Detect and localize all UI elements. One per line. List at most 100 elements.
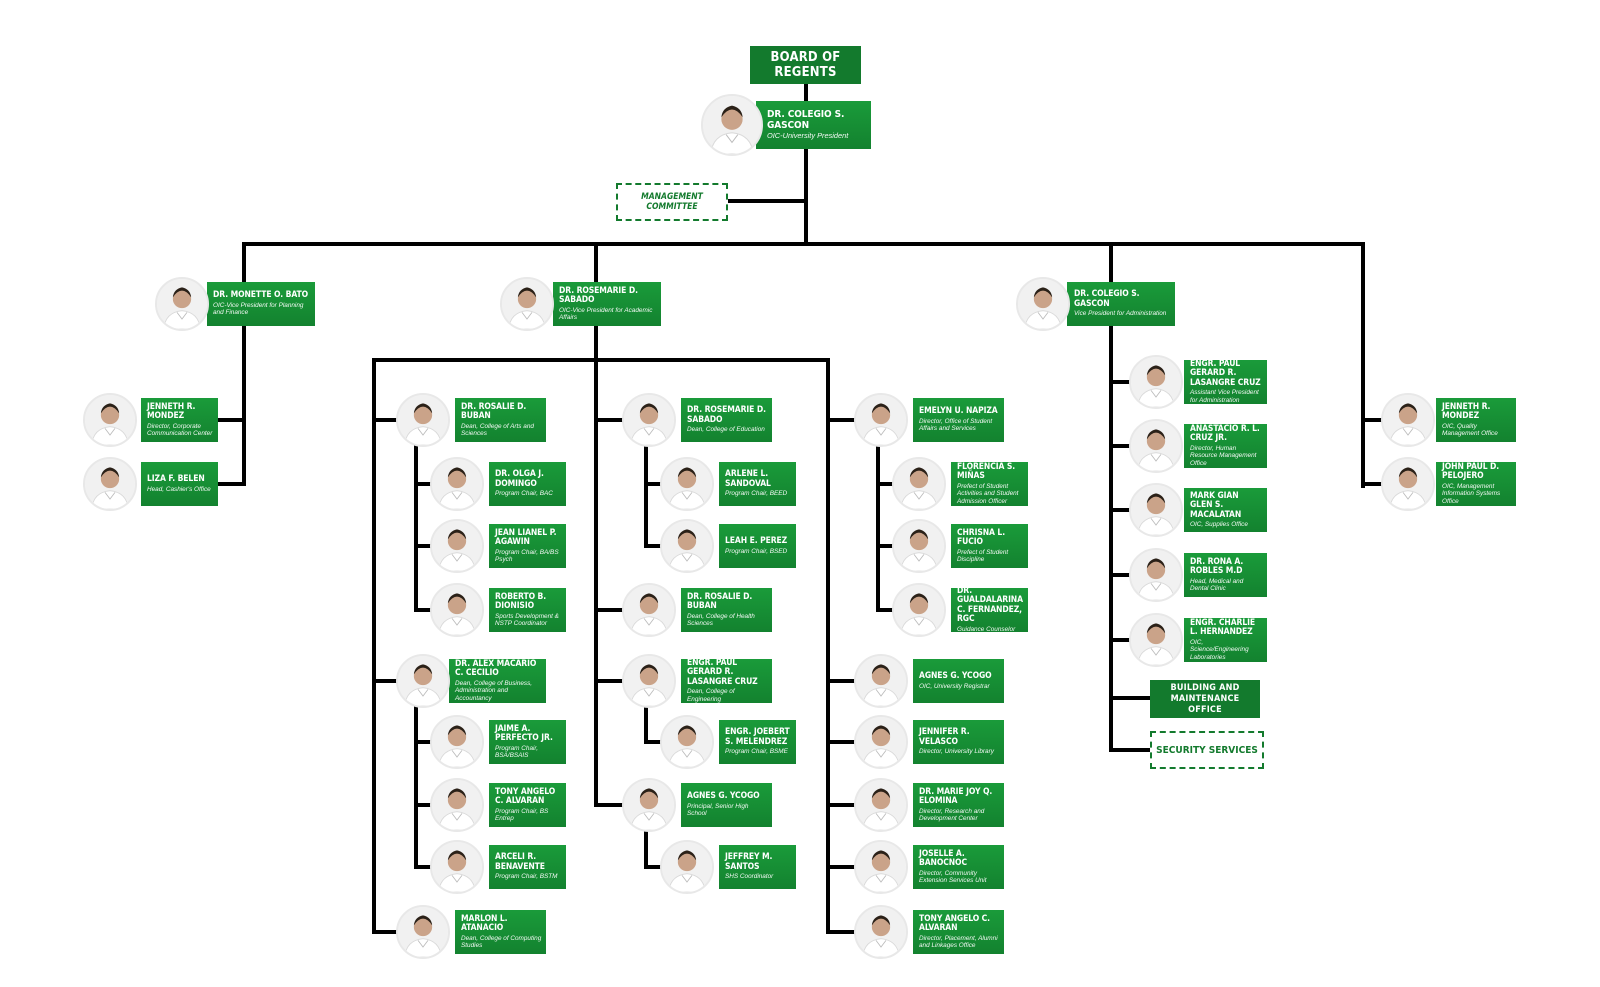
person-photo xyxy=(1129,419,1183,473)
org-card-col1-5: JAIME A. PERFECTO JR.Program Chair, BSA/… xyxy=(430,715,566,769)
person-photo xyxy=(83,457,137,511)
person-name: ANASTACIO R. L. CRUZ JR. xyxy=(1190,423,1260,444)
person-title: Program Chair, BSED xyxy=(725,547,788,555)
person-name: DR. OLGA J. DOMINGO xyxy=(495,469,544,489)
person-title: OIC, Management Information Systems Offi… xyxy=(1442,482,1501,505)
person-title: Guidance Counselor xyxy=(957,625,1016,633)
person-name: DR. ROSEMARIE D. SABADO xyxy=(687,405,766,425)
person-name: DR. MONETTE O. BATO xyxy=(213,290,308,301)
person-name: ENGR. CHARLIE L. HERNANDEZ xyxy=(1190,617,1255,638)
person-photo xyxy=(155,277,209,331)
person-title: Dean, College of Health Sciences xyxy=(687,612,755,627)
person-name: DR. ROSALIE D. BUBAN xyxy=(687,591,753,612)
person-photo xyxy=(854,840,908,894)
person-name: DR. RONA A. ROBLES M.D xyxy=(1190,556,1244,577)
person-title: OIC-University President xyxy=(767,131,849,141)
person-title: Assistant Vice President for Administrat… xyxy=(1190,389,1259,404)
person-name: AGNES G. YCOGO xyxy=(687,791,760,802)
person-name: EMELYN U. NAPIZA xyxy=(919,406,998,417)
person-title: Dean, College of Education xyxy=(687,426,765,434)
person-title: OIC, Science/Engineering Laboratories xyxy=(1190,638,1249,661)
person-photo xyxy=(1129,548,1183,602)
person-title: Dean, College of Computing Studies xyxy=(461,934,542,949)
org-card-label: JAIME A. PERFECTO JR.Program Chair, BSA/… xyxy=(489,720,566,764)
person-name: JENNETH R. MONDEZ xyxy=(147,401,196,422)
person-photo xyxy=(1129,613,1183,667)
person-name: JAIME A. PERFECTO JR. xyxy=(495,723,553,744)
person-name: JENNIFER R. VELASCO xyxy=(919,727,970,747)
person-name: LEAH E. PEREZ xyxy=(725,536,788,547)
person-name: JEAN LIANEL P. AGAWIN xyxy=(495,527,557,548)
person-photo xyxy=(1129,483,1183,537)
management-committee-box: MANAGEMENT COMMITTEE xyxy=(616,183,728,221)
person-title: Director, Placement, Alumni and Linkages… xyxy=(919,934,998,949)
person-name: ENGR. JOEBERT S. MELENDREZ xyxy=(725,727,790,747)
person-name: FLORENCIA S. MIÑAS xyxy=(957,461,1016,482)
person-name: DR. COLEGIO S. GASCON xyxy=(1074,289,1140,309)
person-title: Program Chair, BSME xyxy=(725,748,788,756)
person-title: Program Chair, BEED xyxy=(725,490,788,498)
person-photo xyxy=(854,905,908,959)
person-photo xyxy=(430,583,484,637)
board-of-regents-box: BOARD OF REGENTS xyxy=(750,46,861,84)
person-photo xyxy=(660,519,714,573)
person-name: ENGR. PAUL GERARD R. LASANGRE CRUZ xyxy=(687,657,758,687)
person-name: LIZA F. BELEN xyxy=(147,474,205,485)
person-photo xyxy=(660,840,714,894)
person-name: DR. ROSEMARIE D. SABADO xyxy=(559,285,638,306)
person-photo xyxy=(854,715,908,769)
person-title: Head, Medical and Dental Clinic xyxy=(1190,577,1244,592)
person-title: Director, Human Resource Management Offi… xyxy=(1190,444,1257,467)
person-name: ENGR. PAUL GERARD R. LASANGRE CRUZ xyxy=(1190,358,1261,388)
person-title: OIC, Supplies Office xyxy=(1190,521,1248,529)
person-title: Program Chair, BAC xyxy=(495,490,553,498)
person-title: Prefect of Student Discipline xyxy=(957,548,1009,563)
person-title: OIC, Quality Management Office xyxy=(1442,422,1498,437)
person-photo xyxy=(892,457,946,511)
person-photo xyxy=(660,715,714,769)
person-photo xyxy=(500,277,554,331)
person-photo xyxy=(622,778,676,832)
person-name: MARLON L. ATANACIO xyxy=(461,913,508,934)
person-name: JENNETH R. MONDEZ xyxy=(1442,401,1491,422)
person-title: Program Chair, BA/BS Psych xyxy=(495,548,559,563)
building-maintenance-office-box: BUILDING AND MAINTENANCE OFFICE xyxy=(1150,680,1260,718)
person-title: Director, Office of Student Affairs and … xyxy=(919,417,993,433)
person-photo xyxy=(430,715,484,769)
